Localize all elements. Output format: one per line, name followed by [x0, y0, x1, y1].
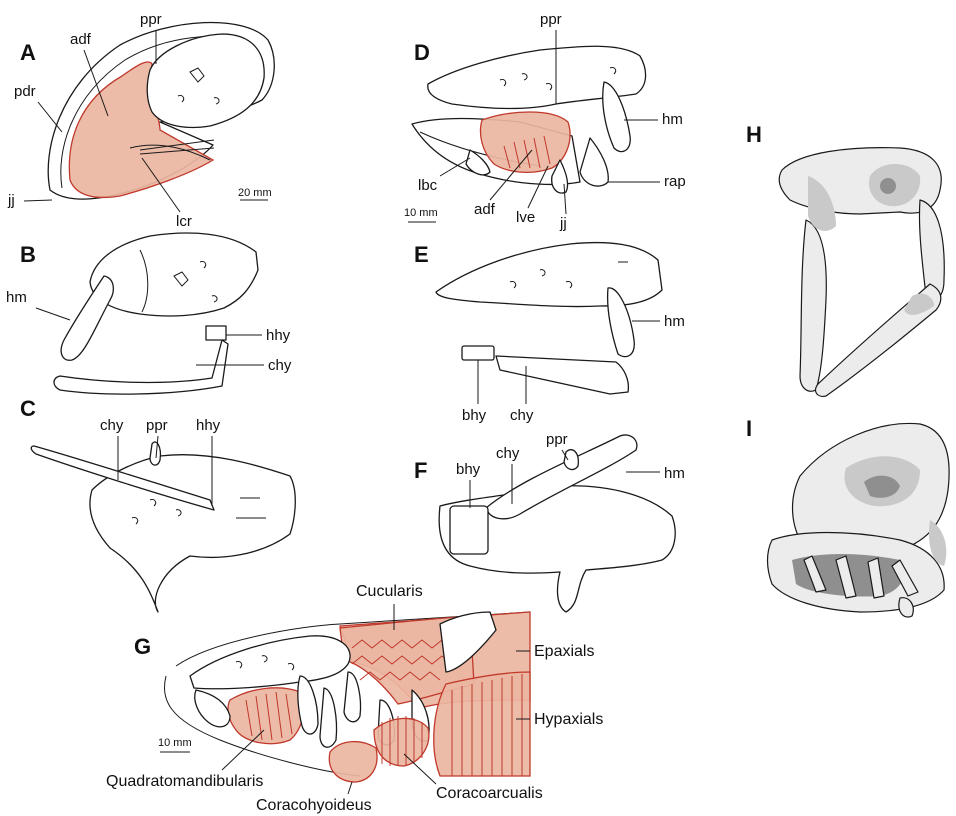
label-jj-a: jj	[7, 192, 15, 209]
panel-e: E hm bhy chy	[414, 242, 685, 424]
label-hm-f: hm	[664, 465, 685, 482]
scale-bar-d: 10 mm	[404, 207, 438, 219]
label-epaxials: Epaxials	[534, 643, 594, 660]
label-hm-d: hm	[662, 111, 683, 128]
panel-h: H	[746, 122, 944, 396]
panel-g: G Cucularis Epaxials Hypaxials Qua	[106, 583, 603, 814]
label-ppr-d: ppr	[540, 11, 562, 28]
hyomandibula-b	[61, 276, 113, 360]
label-lcr-a: lcr	[176, 213, 192, 230]
label-pdr-a: pdr	[14, 83, 36, 100]
label-hhy-b: hhy	[266, 327, 291, 344]
label-chy-f: chy	[496, 445, 520, 462]
panel-letter-e: E	[414, 242, 429, 267]
label-adf-a: adf	[70, 31, 92, 48]
panel-letter-b: B	[20, 242, 36, 267]
label-chy-e: chy	[510, 407, 534, 424]
label-hhy-c: hhy	[196, 417, 221, 434]
label-cucularis: Cucularis	[356, 583, 423, 600]
label-coracohyoideus: Coracohyoideus	[256, 797, 372, 814]
panel-c: C chy ppr hhy	[20, 396, 295, 612]
ceratohyal-e	[496, 356, 628, 394]
panel-letter-h: H	[746, 122, 762, 147]
render-h-lower-jaw	[800, 220, 826, 391]
panel-letter-g: G	[134, 634, 151, 659]
label-bhy-e: bhy	[462, 407, 487, 424]
coracohyoideus-muscle	[329, 742, 377, 782]
panel-f: F ppr bhy chy hm	[414, 431, 685, 612]
panel-g-cranium	[190, 636, 350, 689]
label-hm-b: hm	[6, 289, 27, 306]
label-ppr-a: ppr	[140, 11, 162, 28]
label-hypaxials: Hypaxials	[534, 711, 603, 728]
label-coracoarcualis: Coracoarcualis	[436, 785, 543, 802]
label-chy-b: chy	[268, 357, 292, 374]
panel-a: A adf ppr pdr jj lcr 20 mm	[7, 11, 274, 230]
label-lbc-d: lbc	[418, 177, 438, 194]
label-chy-c: chy	[100, 417, 124, 434]
scale-bar-g: 10 mm	[158, 737, 192, 749]
panel-letter-a: A	[20, 40, 36, 65]
label-quadratomandibularis: Quadratomandibularis	[106, 773, 263, 790]
panel-letter-f: F	[414, 458, 427, 483]
label-ppr-f: ppr	[546, 431, 568, 448]
scale-bar-a: 20 mm	[238, 187, 272, 199]
panel-letter-d: D	[414, 40, 430, 65]
label-jj-d: jj	[559, 215, 567, 232]
panel-e-cranium	[436, 243, 662, 307]
panel-d: D ppr hm rap lbc adf lve jj 10 mm	[404, 11, 686, 232]
panel-i: I	[746, 416, 949, 617]
panel-letter-i: I	[746, 416, 752, 441]
label-ppr-c: ppr	[146, 417, 168, 434]
panel-b-cranium	[90, 233, 258, 316]
label-bhy-f: bhy	[456, 461, 481, 478]
label-lve-d: lve	[516, 209, 535, 226]
label-rap-d: rap	[664, 173, 686, 190]
panel-letter-c: C	[20, 396, 36, 421]
panel-b: B hm hhy chy	[6, 233, 292, 394]
label-hm-e: hm	[664, 313, 685, 330]
adductor-muscle-d	[481, 112, 571, 172]
label-adf-d: adf	[474, 201, 496, 218]
